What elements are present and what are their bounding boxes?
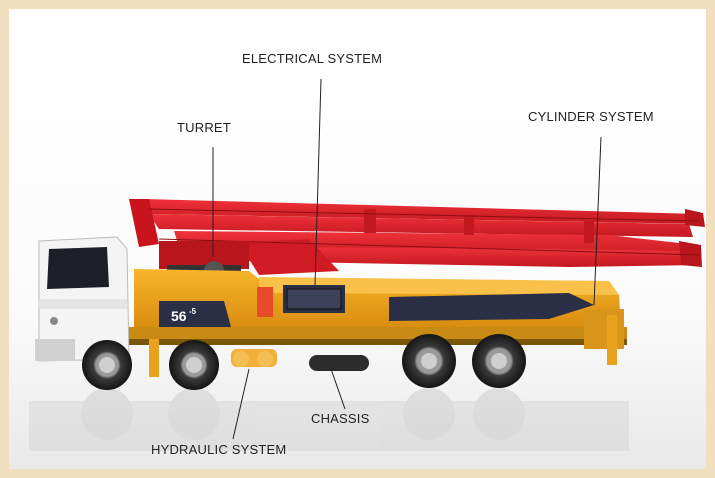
hydraulic-leader [232, 368, 250, 440]
hydraulic-components [231, 349, 369, 371]
label-hydraulic-system: HYDRAULIC SYSTEM [151, 442, 287, 457]
boom-arms [129, 199, 705, 275]
truck-cab [35, 236, 130, 362]
ground-reflection [29, 388, 629, 451]
truck-body [127, 269, 627, 377]
pump-truck-illustration: 56 -5 [29, 78, 705, 451]
label-electrical-system: ELECTRICAL SYSTEM [242, 51, 383, 66]
label-chassis: CHASSIS [311, 411, 370, 426]
truck-wheels [82, 334, 526, 390]
model-badge: 56 [171, 308, 187, 324]
electrical-leader [314, 78, 322, 286]
label-turret: TURRET [177, 120, 231, 135]
chassis-leader [330, 368, 346, 410]
cylinder-leader [593, 136, 602, 306]
label-cylinder-system: CYLINDER SYSTEM [528, 109, 654, 124]
leader-lines [212, 78, 602, 440]
model-badge-sup: -5 [189, 307, 197, 316]
